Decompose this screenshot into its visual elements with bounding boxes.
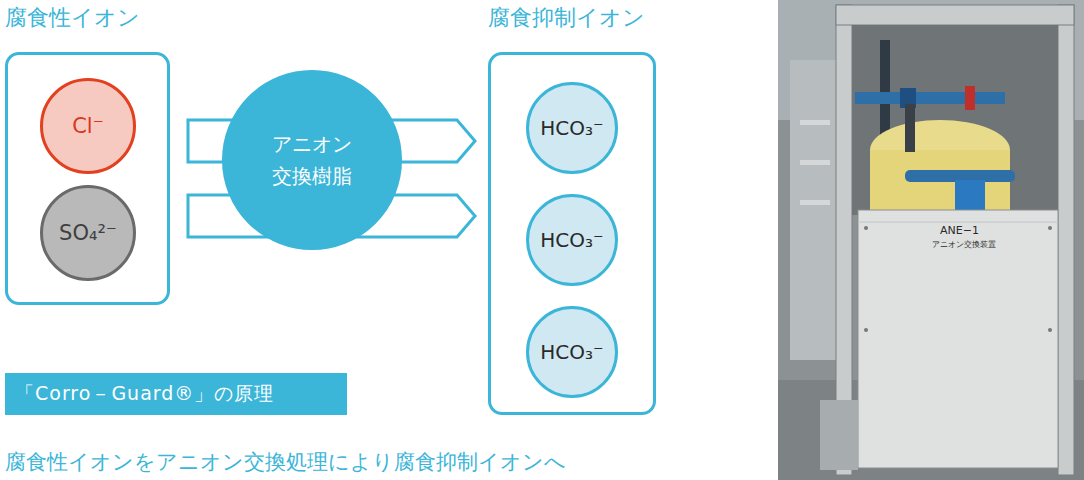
node-label: HCO₃⁻	[540, 340, 603, 364]
group-heading: 腐食抑制イオン	[488, 3, 645, 33]
node-label: HCO₃⁻	[540, 228, 603, 252]
ion-circle: HCO₃⁻	[526, 306, 618, 398]
node-label: SO₄²⁻	[59, 221, 117, 245]
ion-circle: HCO₃⁻	[526, 82, 618, 174]
equipment-name: アニオン交換装置	[932, 239, 996, 250]
ion-circle: SO₄²⁻	[40, 185, 136, 281]
ion-circle: HCO₃⁻	[526, 194, 618, 286]
equipment-tag: ANE−1	[940, 224, 979, 237]
ion-group-box: 腐食抑制イオンHCO₃⁻HCO₃⁻HCO₃⁻	[488, 52, 656, 415]
title-band: 「Corro－Guard®」の原理	[5, 373, 347, 415]
group-heading: 腐食性イオン	[5, 3, 140, 33]
resin-circle: アニオン 交換樹脂	[222, 70, 402, 250]
node-label: HCO₃⁻	[540, 116, 603, 140]
ion-group-box: 腐食性イオンCl⁻SO₄²⁻	[5, 52, 170, 305]
ion-circle: Cl⁻	[40, 78, 136, 174]
node-label: Cl⁻	[72, 114, 104, 138]
node-label: 「Corro－Guard®」の原理	[15, 381, 274, 407]
node-label: アニオン 交換樹脂	[266, 128, 358, 192]
caption: 腐食性イオンをアニオン交換処理により腐食抑制イオンへ	[5, 448, 566, 476]
